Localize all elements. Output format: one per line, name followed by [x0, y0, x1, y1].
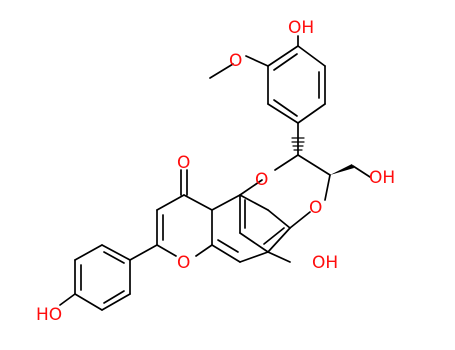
dioxane-ring [239, 154, 331, 229]
hydroxymethyl-oh-label: OH [369, 168, 395, 188]
bond-pyran-aryl [129, 244, 158, 261]
guaiacyl-ring [267, 45, 326, 124]
phenol-oh-right-label: OH [312, 253, 338, 273]
bond-benzo-oh [267, 251, 291, 263]
pyranone-ring [156, 194, 213, 257]
ring-o-lower-label: O [309, 198, 322, 218]
bond-ome-me [209, 63, 234, 79]
methoxy-o-label: O [229, 51, 242, 71]
ring-o-upper-label: O [255, 170, 268, 190]
bond-phenol-oh [59, 293, 76, 306]
oh-top-label: OH [288, 18, 314, 38]
stereo-wedge-c3 [330, 164, 354, 175]
phenol-oh-left-label: HO [36, 305, 62, 325]
bond-ome-o [245, 55, 269, 67]
carbonyl-o-label: O [177, 153, 190, 173]
pyran-o-label: O [177, 253, 190, 273]
phenol-ring [74, 244, 131, 311]
bond-ch2-oh [352, 165, 371, 178]
benzo-ring [211, 194, 291, 263]
stereo-hash-c2 [291, 137, 305, 151]
